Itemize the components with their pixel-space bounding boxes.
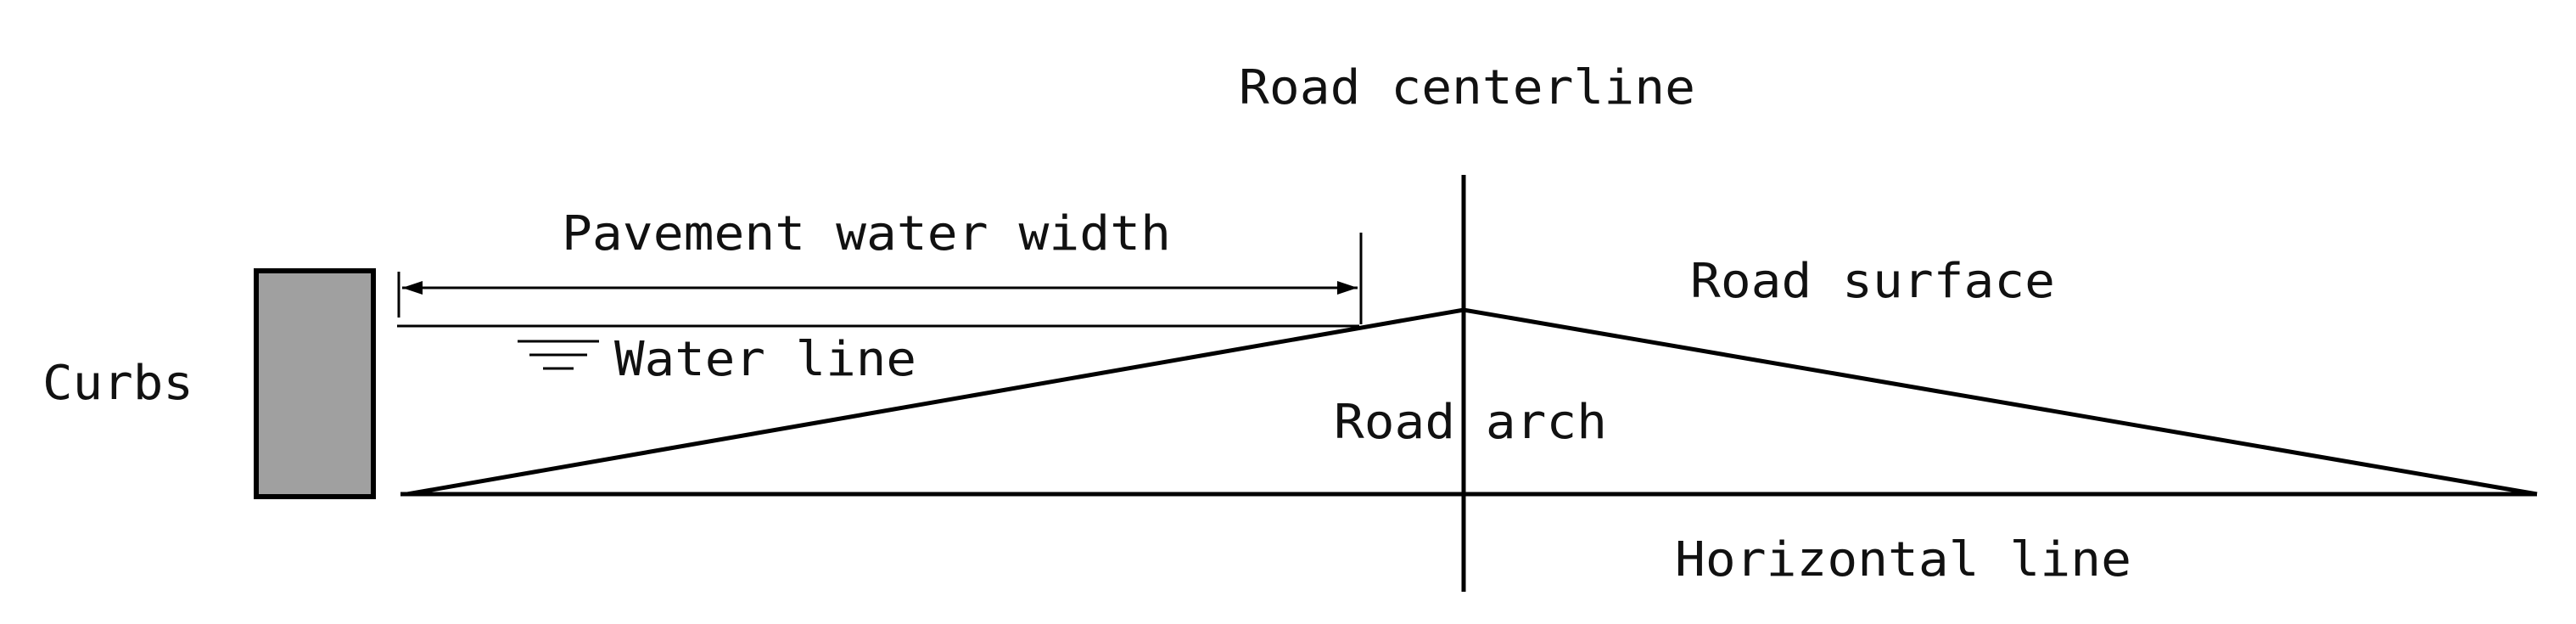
curb-block <box>254 268 376 499</box>
label-water-line: Water line <box>614 332 916 387</box>
label-curbs: Curbs <box>42 356 193 411</box>
label-pavement-water-width: Pavement water width <box>562 206 1171 261</box>
label-road-surface: Road surface <box>1690 254 2055 309</box>
water-level-symbol-icon <box>518 340 599 370</box>
road-surface-profile <box>406 307 2538 497</box>
label-road-arch: Road arch <box>1334 395 1607 450</box>
label-road-centerline: Road centerline <box>1239 60 1695 115</box>
label-horizontal-line: Horizontal line <box>1675 532 2131 587</box>
